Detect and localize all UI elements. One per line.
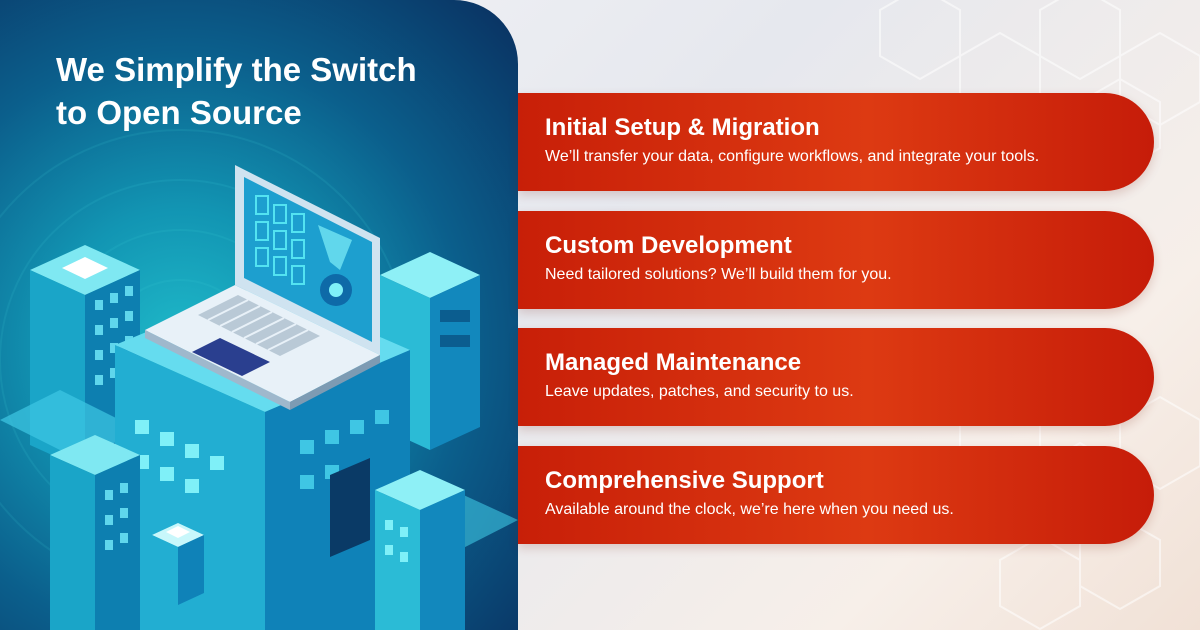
data-grid-icon [255,195,305,285]
service-title: Comprehensive Support [545,467,824,494]
building-icon [50,435,140,630]
page-headline: We Simplify the Switch to Open Source [56,51,417,131]
service-card-custom-development: Custom Development Need tailored solutio… [518,211,1154,309]
laptop-icon [145,165,380,410]
gear-icon [320,274,352,306]
service-card-managed-maintenance: Managed Maintenance Leave updates, patch… [518,328,1154,426]
building-icon [375,470,465,630]
service-description: Leave updates, patches, and security to … [545,383,854,400]
service-description: Available around the clock, we’re here w… [545,501,954,518]
service-card-setup-migration: Initial Setup & Migration We’ll transfer… [518,93,1154,191]
service-title: Initial Setup & Migration [545,114,820,141]
service-title: Managed Maintenance [545,349,802,376]
isometric-city-illustration [0,129,518,630]
service-description: We’ll transfer your data, configure work… [545,148,1040,165]
illustration-panel: We Simplify the Switch to Open Source [0,0,518,630]
service-card-comprehensive-support: Comprehensive Support Available around t… [518,446,1154,544]
service-title: Custom Development [545,232,792,259]
service-description: Need tailored solutions? We’ll build the… [545,266,892,283]
